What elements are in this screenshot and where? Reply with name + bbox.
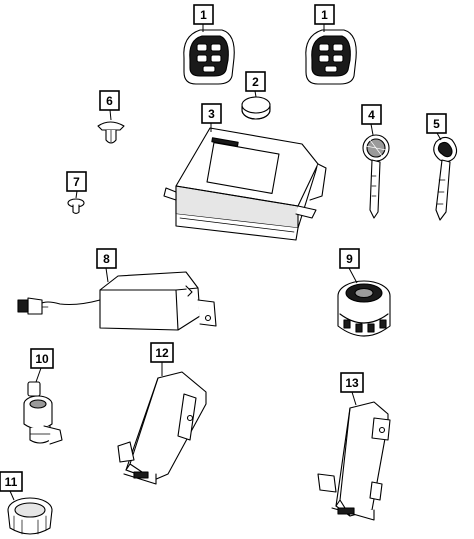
key-round-head: [362, 134, 390, 219]
ignition-switch: [23, 381, 63, 445]
callout-6-label: 6: [106, 94, 113, 108]
receiver-module: [17, 271, 217, 331]
control-module: [163, 127, 327, 241]
callout-1a-label: 1: [200, 8, 207, 22]
callout-12-label: 12: [155, 346, 169, 360]
callout-12: 12: [150, 342, 174, 363]
key-fob-right: [305, 29, 357, 85]
callout-5: 5: [426, 113, 447, 134]
callout-4-label: 4: [368, 108, 375, 122]
screw: [67, 198, 85, 215]
callout-11: 11: [0, 471, 23, 492]
callout-11-label: 11: [5, 475, 18, 489]
key-oval-head: [433, 136, 458, 221]
callout-5-label: 5: [433, 117, 440, 131]
callout-8: 8: [96, 248, 117, 269]
callout-7: 7: [66, 171, 87, 192]
callout-1a: 1: [193, 4, 214, 25]
callout-1b-label: 1: [321, 8, 328, 22]
push-clip: [97, 121, 125, 144]
callout-10: 10: [30, 348, 54, 369]
trim-ring: [7, 497, 53, 535]
callout-3: 3: [201, 103, 222, 124]
key-fob-left: [183, 29, 235, 85]
callout-2-label: 2: [252, 75, 259, 89]
callout-2: 2: [245, 71, 266, 92]
callout-1b: 1: [314, 4, 335, 25]
coin-battery: [241, 96, 271, 120]
callout-9-label: 9: [346, 252, 353, 266]
leader-lines: [9, 24, 442, 501]
callout-4: 4: [361, 104, 382, 125]
start-stop-button: [337, 280, 391, 337]
callout-13-label: 13: [345, 376, 359, 390]
callout-13: 13: [340, 372, 364, 393]
callout-8-label: 8: [103, 252, 110, 266]
antenna-module-12: [117, 371, 207, 485]
antenna-module-13: [317, 401, 391, 521]
callout-6: 6: [99, 90, 120, 111]
callout-10-label: 10: [35, 352, 49, 366]
callout-3-label: 3: [208, 107, 215, 121]
callout-9: 9: [339, 248, 360, 269]
callout-7-label: 7: [73, 175, 80, 189]
